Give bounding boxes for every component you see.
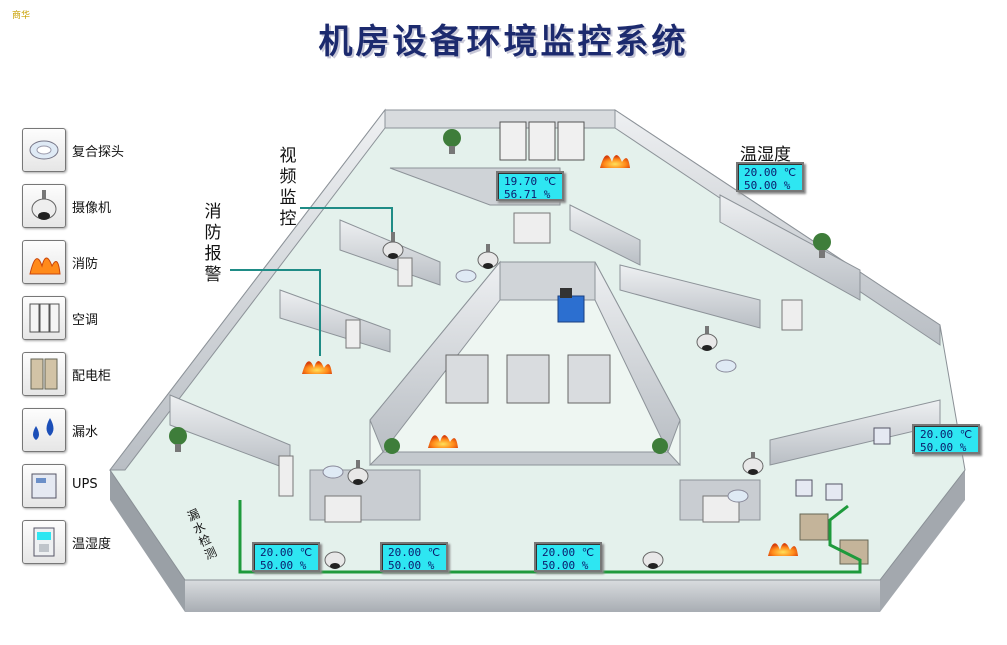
camera-icon: [324, 551, 346, 569]
legend-item-water-leak: 漏水: [22, 408, 162, 454]
composite-detector-icon: [22, 128, 66, 172]
center-room-back-wall: [499, 261, 596, 301]
ups-unit: [873, 427, 891, 445]
temperature-value: 20.00 ℃: [260, 546, 313, 559]
floor-base-right: [880, 470, 965, 612]
humidity-value: 50.00 %: [260, 559, 307, 572]
power-cabinet: [799, 513, 829, 541]
composite-detector-icon: [322, 465, 344, 479]
legend-label: 温湿度: [72, 537, 112, 552]
cabinet: [445, 354, 489, 404]
fire-icon: [600, 155, 630, 168]
legend-label: UPS: [72, 477, 98, 492]
air-conditioner: [528, 121, 556, 161]
legend-item-composite-detector: 复合探头: [22, 128, 162, 174]
door: [513, 212, 551, 244]
legend-item-ups: UPS: [22, 464, 162, 510]
humidity-value: 50.00 %: [542, 559, 589, 572]
camera-icon: [696, 326, 718, 351]
plant: [652, 438, 668, 454]
air-conditioner: [557, 121, 585, 161]
humidity-value: 50.00 %: [744, 179, 791, 192]
desk: [557, 295, 585, 323]
composite-detector-icon: [727, 489, 749, 503]
legend-item-power-cabinet: 配电柜: [22, 352, 162, 398]
legend-label: 摄像机: [72, 201, 112, 216]
door: [324, 495, 362, 523]
plant: [813, 233, 831, 258]
inner-wall-3: [279, 289, 391, 353]
inner-wall-5: [569, 204, 641, 266]
composite-detector-icon: [455, 269, 477, 283]
temperature-value: 20.00 ℃: [744, 166, 797, 179]
callout-fire-alarm: 消防报警: [204, 202, 222, 285]
humidity-value: 50.00 %: [920, 441, 967, 454]
water-leak-icon: [22, 408, 66, 452]
legend-label: 复合探头: [72, 145, 125, 160]
camera-icon: [742, 452, 764, 475]
camera-icon: [22, 184, 66, 228]
inner-wall-6: [619, 264, 761, 329]
temperature-value: 20.00 ℃: [920, 428, 973, 441]
monitor: [560, 288, 572, 298]
door: [345, 319, 361, 349]
humidity-value: 56.71 %: [504, 188, 551, 201]
legend-item-camera: 摄像机: [22, 184, 162, 230]
legend-label: 配电柜: [72, 369, 112, 384]
callout-video-monitoring: 视频监控: [279, 146, 297, 229]
legend-label: 消防: [72, 257, 99, 272]
temperature-value: 20.00 ℃: [388, 546, 441, 559]
ups-unit: [825, 483, 843, 501]
temperature-value: 19.70 ℃: [504, 175, 557, 188]
readout-bottom-1[interactable]: 20.00 ℃ 50.00 %: [252, 542, 320, 572]
legend-item-air-conditioner: 空调: [22, 296, 162, 342]
camera-icon: [642, 551, 664, 569]
thermo-hygrometer-icon: [22, 520, 66, 564]
legend-item-fire: 消防: [22, 240, 162, 286]
callout-line-fire: [230, 269, 321, 356]
power-cabinet-icon: [22, 352, 66, 396]
leak-detection-cable: [238, 500, 862, 574]
composite-detector-icon: [715, 359, 737, 373]
callout-line-video: [300, 207, 393, 232]
ups-unit: [795, 479, 813, 497]
camera-icon: [382, 232, 404, 259]
fire-icon: [428, 435, 458, 448]
humidity-value: 50.00 %: [388, 559, 435, 572]
readout-top-center[interactable]: 19.70 ℃ 56.71 %: [496, 171, 564, 201]
inner-wall-7: [719, 194, 861, 301]
camera-icon: [347, 460, 369, 485]
floor-base-front: [185, 580, 880, 612]
camera-icon: [477, 244, 499, 269]
legend-label: 漏水: [72, 425, 99, 440]
center-room-left-wall: [369, 260, 501, 453]
door: [397, 257, 413, 287]
plant: [169, 427, 187, 452]
legend-label: 空调: [72, 313, 99, 328]
air-conditioner-icon: [22, 296, 66, 340]
door: [781, 299, 803, 331]
callout-temp-humidity: 温湿度: [740, 145, 791, 165]
legend-item-thermo-hygrometer: 温湿度: [22, 520, 162, 566]
readout-top-right[interactable]: 20.00 ℃ 50.00 %: [736, 162, 804, 192]
door: [278, 455, 294, 497]
ups-icon: [22, 464, 66, 508]
fire-icon: [22, 240, 66, 284]
plant: [384, 438, 400, 454]
readout-right[interactable]: 20.00 ℃ 50.00 %: [912, 424, 980, 454]
corner-mark: 商华: [12, 11, 31, 21]
readout-bottom-2[interactable]: 20.00 ℃ 50.00 %: [380, 542, 448, 572]
readout-bottom-3[interactable]: 20.00 ℃ 50.00 %: [534, 542, 602, 572]
temperature-value: 20.00 ℃: [542, 546, 595, 559]
page-title: 机房设备环境监控系统: [318, 22, 689, 62]
fire-icon: [768, 543, 798, 556]
floor-base: [110, 470, 185, 612]
plant: [443, 129, 461, 154]
cabinet: [506, 354, 550, 404]
fire-icon: [302, 361, 332, 374]
center-room-front-wall: [368, 451, 682, 466]
cabinet: [567, 354, 611, 404]
air-conditioner: [499, 121, 527, 161]
